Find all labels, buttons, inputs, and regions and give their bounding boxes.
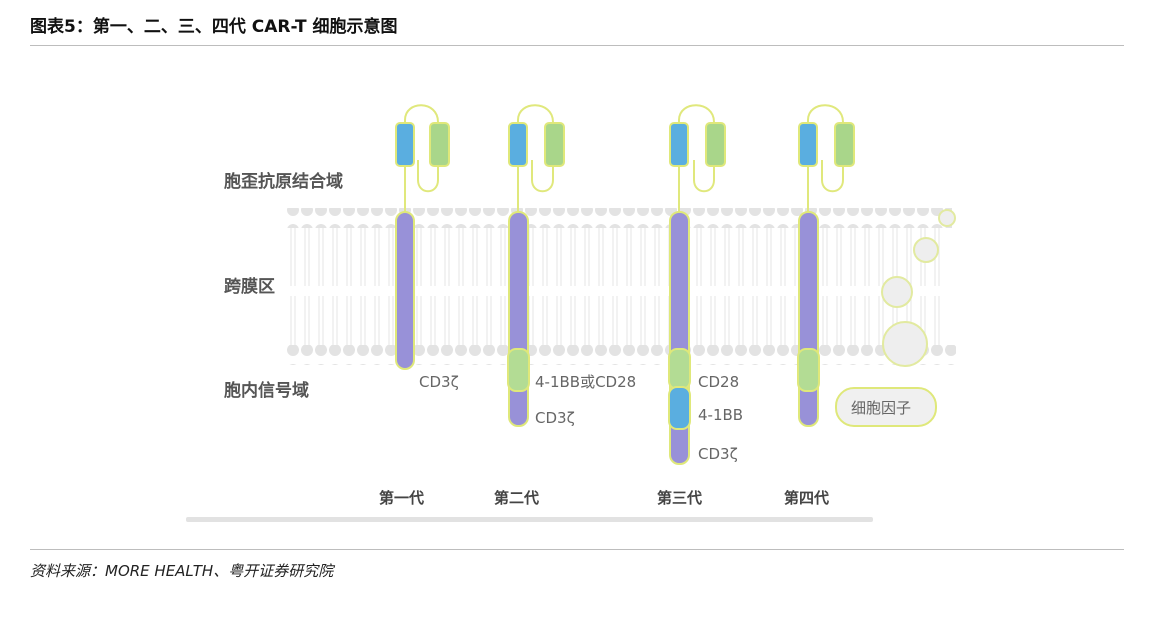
gen3-41bb-label: 4-1BB (698, 406, 743, 424)
gen1-label: 第一代 (379, 489, 424, 507)
top-divider (30, 45, 1124, 46)
cell-membrane (286, 208, 956, 365)
gen2-cd3z-label: CD3ζ (535, 409, 575, 427)
gen2-costim-label: 4-1BB或CD28 (535, 373, 636, 391)
region-label-transmembrane: 跨膜区 (224, 276, 275, 297)
car-gen3 (668, 104, 726, 465)
gen1-cd3z-label: CD3ζ (419, 373, 459, 391)
bottom-divider (30, 549, 1124, 550)
figure-title: 图表5：第一、二、三、四代 CAR-T 细胞示意图 (30, 17, 398, 37)
region-label-antigen: 胞歪抗原结合域 (224, 171, 343, 192)
car-gen4 (797, 104, 937, 427)
gen2-label: 第二代 (494, 489, 539, 507)
gen4-label: 第四代 (784, 489, 829, 507)
source-note: 资料来源：MORE HEALTH、粤开证券研究院 (30, 562, 334, 580)
baseline-bar (186, 517, 873, 522)
gen3-cd3z-label: CD3ζ (698, 445, 738, 463)
cytokine-box (835, 387, 937, 427)
cytokine-particles (881, 209, 956, 367)
gen3-label: 第三代 (657, 489, 702, 507)
region-label-intracellular: 胞内信号域 (224, 380, 309, 401)
car-gen2 (507, 104, 565, 427)
gen3-cd28-label: CD28 (698, 373, 739, 391)
car-gen1 (395, 104, 450, 370)
gen4-cytokine-label: 细胞因子 (851, 399, 911, 417)
